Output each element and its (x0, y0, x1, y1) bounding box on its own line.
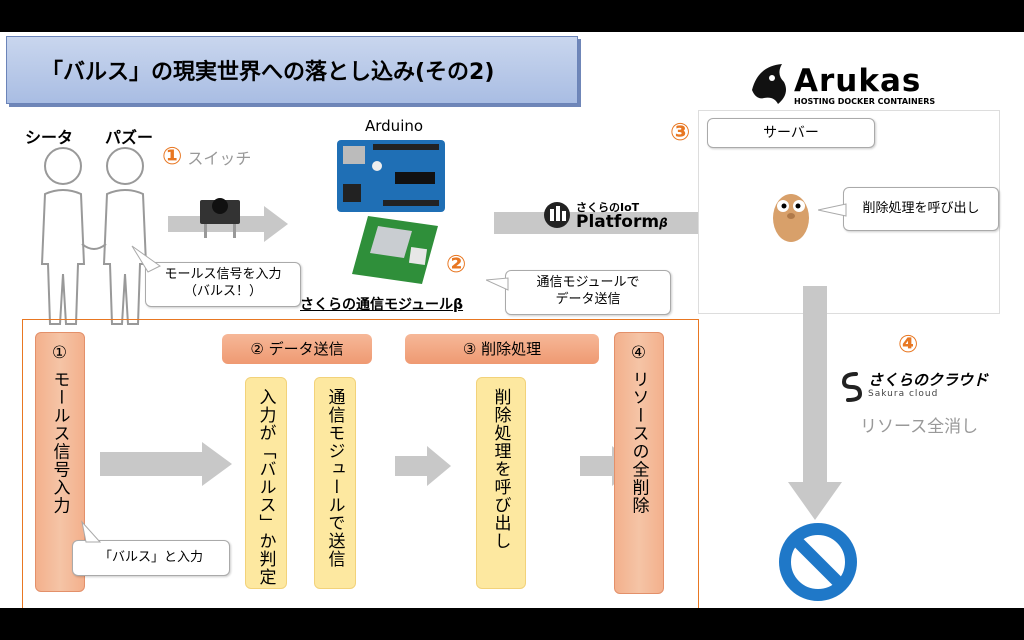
server-callout: 削除処理を呼び出し (843, 187, 999, 231)
sakura-cloud-logo: さくらのクラウド Sakura cloud (840, 370, 988, 404)
iot-platform-icon (544, 202, 570, 228)
step-number-4: ④ (898, 330, 919, 358)
cloud-caption: リソース全消し (860, 417, 979, 437)
iot-platform-small-text: さくらのIoT (576, 200, 640, 214)
title-banner: 「バルス」の現実世界への落とし込み(その2) (6, 36, 578, 104)
morse-callout-line-2: （バルス！） (183, 284, 262, 299)
morse-callout-pointer (131, 245, 161, 273)
server-callout-pointer (818, 203, 847, 217)
flow-step-1-callout: 「バルス」と入力 (72, 540, 230, 576)
switch-step: ① スイッチ (162, 142, 251, 170)
module-callout-pointer (486, 277, 509, 291)
arukas-logo: Arukas HOSTING DOCKER CONTAINERS (748, 56, 944, 114)
switch-label: スイッチ (187, 149, 252, 168)
person-label-pazu: パズー (105, 128, 154, 147)
communication-module-image (352, 216, 438, 284)
step-number-2: ② (446, 250, 467, 278)
sakura-cloud-main: さくらのクラウド (868, 371, 989, 389)
morse-input-callout: モールス信号を入力 （バルス！） (145, 262, 301, 307)
iot-platform-suffix: β (659, 215, 668, 230)
iot-platform-big-text: Platform (576, 211, 660, 232)
morse-callout-line-1: モールス信号を入力 (164, 267, 282, 282)
module-label: さくらの通信モジュールβ (300, 297, 464, 313)
flow-step-2-header: ② データ送信 (222, 334, 372, 364)
module-callout-line-2: データ送信 (555, 292, 621, 307)
module-callout: 通信モジュールで データ送信 (505, 270, 671, 315)
iot-platform-logo: さくらのIoT Platformβ (542, 200, 668, 230)
person-label-sheeta: シータ (25, 128, 74, 147)
sakura-cloud-sub: Sakura cloud (868, 389, 939, 399)
flow-step-2-box-b: 通信モジュールで送信 (314, 377, 356, 589)
flow-frame (22, 319, 699, 608)
arrow-down (788, 286, 842, 520)
step-number-1: ① (162, 142, 183, 170)
module-callout-line-1: 通信モジュールで (536, 275, 640, 290)
gopher-image (773, 194, 809, 242)
slide-title: 「バルス」の現実世界への落とし込み(その2) (41, 60, 495, 85)
flow-step-2-box-a: 入力が「バルス」か判定 (245, 377, 287, 589)
slide: 「バルス」の現実世界への落とし込み(その2) シータ パズー ① スイッチ モー… (0, 32, 1024, 608)
arduino-board-image (337, 140, 445, 212)
flow-step-1-callout-pointer (81, 520, 102, 543)
flow-step-4-box: ④ リソースの全削除 (614, 332, 664, 594)
prohibit-icon (779, 523, 857, 601)
flow-arrow-1 (100, 442, 232, 486)
sakura-cloud-icon (841, 372, 863, 402)
step-number-3: ③ (670, 118, 691, 146)
flow-arrow-2 (395, 446, 451, 486)
flow-step-3-box: 削除処理を呼び出し (476, 377, 526, 589)
arrow-platform (494, 200, 756, 246)
tact-switch-image (200, 198, 240, 238)
arukas-tagline: HOSTING DOCKER CONTAINERS (794, 96, 936, 106)
people-illustration (40, 147, 148, 325)
orca-icon (752, 64, 786, 104)
arduino-label: Arduino (365, 117, 424, 135)
server-label-box: サーバー (707, 118, 875, 148)
arukas-name: Arukas (794, 62, 922, 99)
flow-step-3-header: ③ 削除処理 (405, 334, 599, 364)
